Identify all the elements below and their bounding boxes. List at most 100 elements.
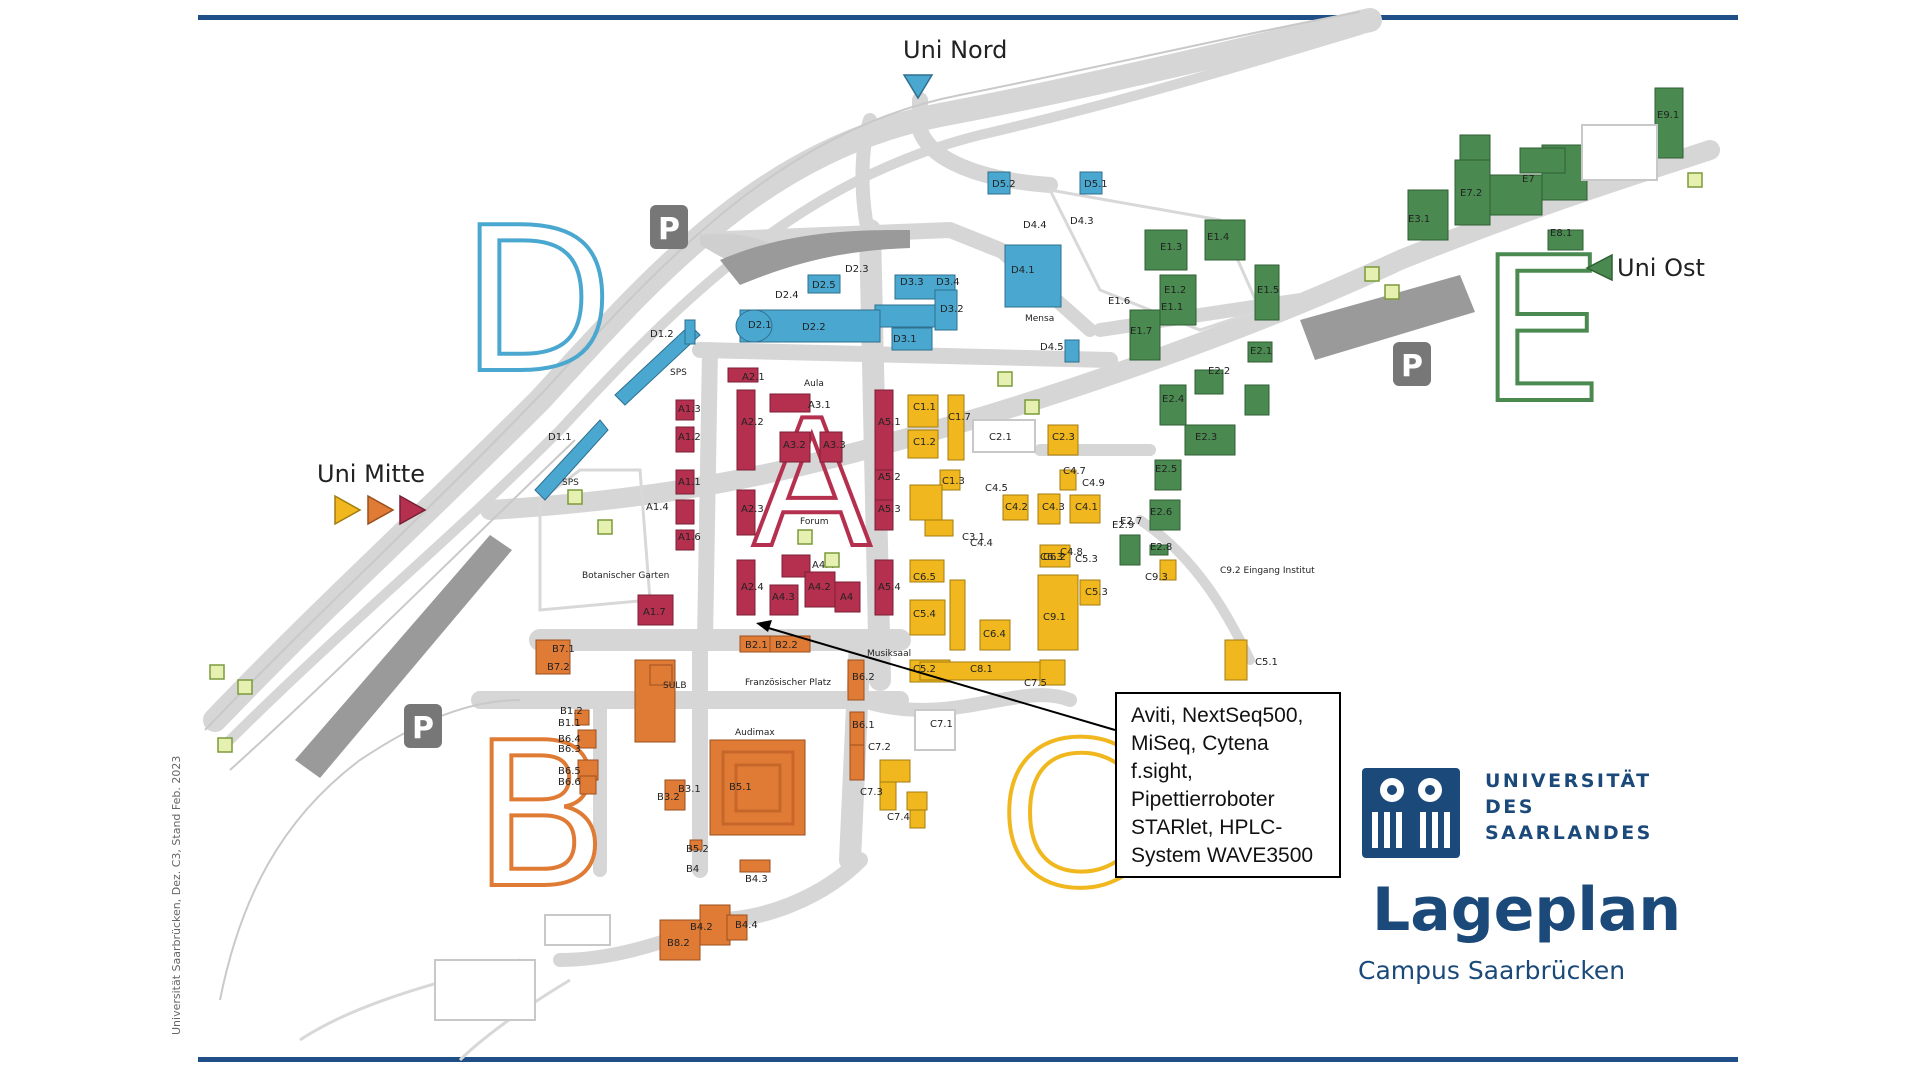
building-label: B4 — [686, 864, 699, 875]
building-label: D5.1 — [1084, 179, 1108, 190]
building-label: B7.1 — [552, 644, 575, 655]
building-label: C7.3 — [860, 787, 883, 798]
building-label: D3.2 — [940, 304, 964, 315]
building-label: A1.3 — [678, 404, 701, 415]
bus-stop-icon — [1384, 284, 1400, 300]
entrance-nord-label: Uni Nord — [903, 36, 1007, 64]
building-label: A3.2 — [783, 440, 806, 451]
bus-stop-icon — [237, 679, 253, 695]
bus-stop-icon — [1024, 399, 1040, 415]
building-label: B4.3 — [745, 874, 768, 885]
building-label: C1.3 — [942, 476, 965, 487]
zone-c-buildings — [879, 394, 1248, 829]
bus-stop-icon — [209, 664, 225, 680]
label-franzoesischer-platz: Französischer Platz — [745, 678, 831, 688]
building-label: C6.3 — [1040, 552, 1063, 563]
bus-stop-icon — [217, 737, 233, 753]
building-label: B6.6 — [558, 777, 581, 788]
building-label: B1.2 — [560, 706, 583, 717]
building-label: A5.3 — [878, 504, 901, 515]
bus-stop-icon — [797, 529, 813, 545]
label-aula: Aula — [804, 379, 824, 389]
building-label: E2.5 — [1155, 464, 1177, 475]
university-name-line: SAARLANDES — [1485, 822, 1653, 844]
parking-label: P — [658, 212, 680, 247]
building-label: E1.3 — [1160, 242, 1182, 253]
building-label: A3.3 — [823, 440, 846, 451]
parking-sign-3: P — [404, 704, 442, 748]
building-label: A4.2 — [808, 582, 831, 593]
building-label: E7 — [1522, 174, 1535, 185]
building-label: A2.1 — [742, 372, 765, 383]
callout-line: Aviti, NextSeq500, — [1131, 704, 1304, 727]
callout-line: f.sight, — [1131, 760, 1193, 783]
university-logo-icon — [1362, 768, 1460, 858]
building-label: B6.5 — [558, 766, 581, 777]
building-label: B7.2 — [547, 662, 570, 673]
building-label: C5.3 — [1075, 554, 1098, 565]
bottom-rule — [198, 1057, 1738, 1062]
callout-line: MiSeq, Cytena — [1131, 732, 1269, 755]
building-label: D3.1 — [893, 334, 917, 345]
map-subtitle: Campus Saarbrücken — [1358, 956, 1626, 985]
building-label: E1.5 — [1257, 285, 1279, 296]
label-mensa: Mensa — [1025, 314, 1054, 324]
building-label: C6.4 — [983, 629, 1006, 640]
label-forum: Forum — [800, 517, 829, 527]
building-label: D1.2 — [650, 329, 674, 340]
label-sps-2: SPS — [562, 478, 579, 488]
building-label: E1.7 — [1130, 326, 1152, 337]
entrance-mitte-icon-maroon — [399, 494, 427, 526]
university-name-line: DES — [1485, 796, 1535, 818]
callout-arrow-head — [756, 620, 772, 632]
callout-arrow-line — [764, 626, 1116, 731]
road-edges — [204, 11, 1361, 1001]
zone-d-buildings — [534, 171, 1103, 501]
building-label: A2.3 — [741, 504, 764, 515]
building-label: C4.3 — [1042, 502, 1065, 513]
map-title: Lageplan — [1372, 875, 1682, 945]
building-label: D2.5 — [812, 280, 836, 291]
building-label: C6.2 — [1043, 552, 1066, 563]
label-audimax: Audimax — [735, 728, 775, 738]
building-label: E2.7 — [1120, 516, 1142, 527]
building-label: E1.1 — [1161, 302, 1183, 313]
building-label: D1.1 — [548, 432, 572, 443]
building-label: E2.2 — [1208, 366, 1230, 377]
zone-b-buildings — [535, 635, 865, 961]
building-label: E2.3 — [1195, 432, 1217, 443]
building-label: B5.2 — [686, 844, 709, 855]
building-label: B1.1 — [558, 718, 581, 729]
building-label: D2.2 — [802, 322, 826, 333]
building-label: B2.1 — [745, 640, 768, 651]
building-label: A5.1 — [878, 417, 901, 428]
entrance-mitte-icon-yellow — [334, 494, 362, 526]
building-label: E3.1 — [1408, 214, 1430, 225]
label-botanischer-garten: Botanischer Garten — [582, 571, 669, 581]
label-musiksaal: Musiksaal — [867, 649, 911, 659]
building-label: A1.7 — [643, 607, 666, 618]
building-label: E1.6 — [1108, 296, 1130, 307]
building-label: C6.5 — [913, 572, 936, 583]
building-label: D4.5 — [1040, 342, 1064, 353]
building-label: D4.4 — [1023, 220, 1047, 231]
building-label: A1.1 — [678, 477, 701, 488]
bus-stop-icons — [209, 172, 1703, 753]
entrance-ost-icon — [1585, 253, 1613, 282]
bus-stop-icon — [1687, 172, 1703, 188]
building-label: A4.4 — [812, 560, 835, 571]
building-label: B6.1 — [852, 720, 875, 731]
parking-areas — [295, 230, 1475, 778]
equipment-callout: Aviti, NextSeq500, MiSeq, Cytena f.sight… — [1115, 692, 1341, 878]
building-label: A5.2 — [878, 472, 901, 483]
zone-letter-d: D — [460, 185, 614, 418]
building-label: A1.2 — [678, 432, 701, 443]
building-label: D4.3 — [1070, 216, 1094, 227]
callout-line: Pipettierroboter — [1131, 788, 1275, 811]
parking-label: P — [412, 711, 434, 746]
building-label: E2.6 — [1150, 507, 1172, 518]
building-label: C4.1 — [1075, 502, 1098, 513]
bus-stop-icon — [567, 489, 583, 505]
zone-e-buildings — [1119, 87, 1684, 566]
building-label: E8.1 — [1550, 228, 1572, 239]
